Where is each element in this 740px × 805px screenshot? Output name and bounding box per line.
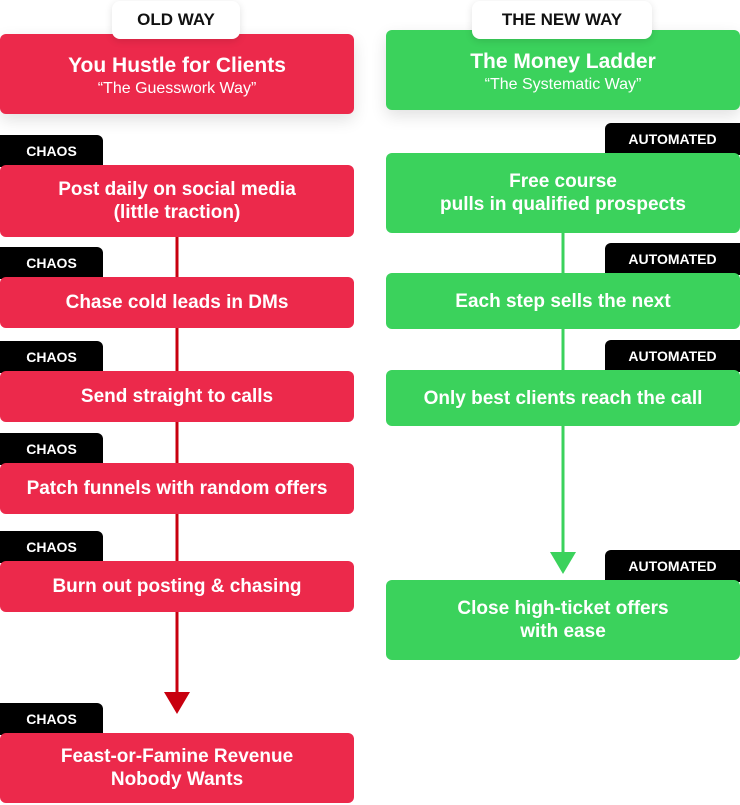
old-step-card: Chase cold leads in DMs (0, 277, 354, 328)
automated-tag: AUTOMATED (605, 340, 740, 372)
new-step-text: Close high-ticket offers (457, 598, 669, 619)
old-way-label: OLD WAY (112, 1, 240, 39)
old-step-card: Post daily on social media (little tract… (0, 165, 354, 237)
old-step-text: Send straight to calls (80, 386, 274, 407)
automated-tag: AUTOMATED (605, 550, 740, 582)
new-step-text: pulls in qualified prospects (440, 194, 686, 215)
new-way-title: The Money Ladder (470, 50, 656, 73)
new-way-arrowhead-icon (550, 552, 576, 574)
chaos-tag: CHAOS (0, 341, 103, 373)
old-step-text: (little traction) (113, 202, 241, 223)
new-step-text: Each step sells the next (455, 290, 671, 312)
old-final-card: Feast-or-Famine Revenue Nobody Wants (0, 733, 354, 803)
chaos-tag: CHAOS (0, 703, 103, 735)
old-step-text: Nobody Wants (110, 769, 244, 790)
new-way-label-text: THE NEW WAY (501, 10, 623, 29)
old-way-arrowhead-icon (164, 692, 190, 714)
old-way-title: You Hustle for Clients (68, 54, 286, 77)
old-way-subtitle: “The Guesswork Way” (97, 80, 257, 97)
old-step-text: Burn out posting & chasing (52, 576, 302, 597)
new-step-text: Only best clients reach the call (423, 387, 703, 409)
new-step-text: Free course (509, 171, 617, 192)
new-step-card: Free course pulls in qualified prospects (386, 153, 740, 233)
new-way-header-card: The Money Ladder “The Systematic Way” (386, 30, 740, 110)
chaos-tag: CHAOS (0, 135, 103, 167)
old-step-text: Chase cold leads in DMs (65, 292, 289, 313)
old-step-card: Burn out posting & chasing (0, 561, 354, 612)
new-way-label: THE NEW WAY (472, 1, 652, 39)
old-step-text: Patch funnels with random offers (26, 478, 328, 499)
new-step-card: Each step sells the next (386, 273, 740, 329)
old-way-label-text: OLD WAY (137, 10, 215, 29)
new-way-subtitle: “The Systematic Way” (484, 76, 642, 93)
new-step-text: with ease (520, 621, 606, 642)
automated-tag: AUTOMATED (605, 243, 740, 275)
old-step-card: Send straight to calls (0, 371, 354, 422)
new-step-card: Only best clients reach the call (386, 370, 740, 426)
old-step-text: Post daily on social media (58, 179, 296, 200)
new-final-card: Close high-ticket offers with ease (386, 580, 740, 660)
old-step-text: Feast-or-Famine Revenue (60, 746, 294, 767)
chaos-tag: CHAOS (0, 531, 103, 563)
chaos-tag: CHAOS (0, 433, 103, 465)
automated-tag: AUTOMATED (605, 123, 740, 155)
chaos-tag: CHAOS (0, 247, 103, 279)
old-step-card: Patch funnels with random offers (0, 463, 354, 514)
old-way-header-card: You Hustle for Clients “The Guesswork Wa… (0, 34, 354, 114)
